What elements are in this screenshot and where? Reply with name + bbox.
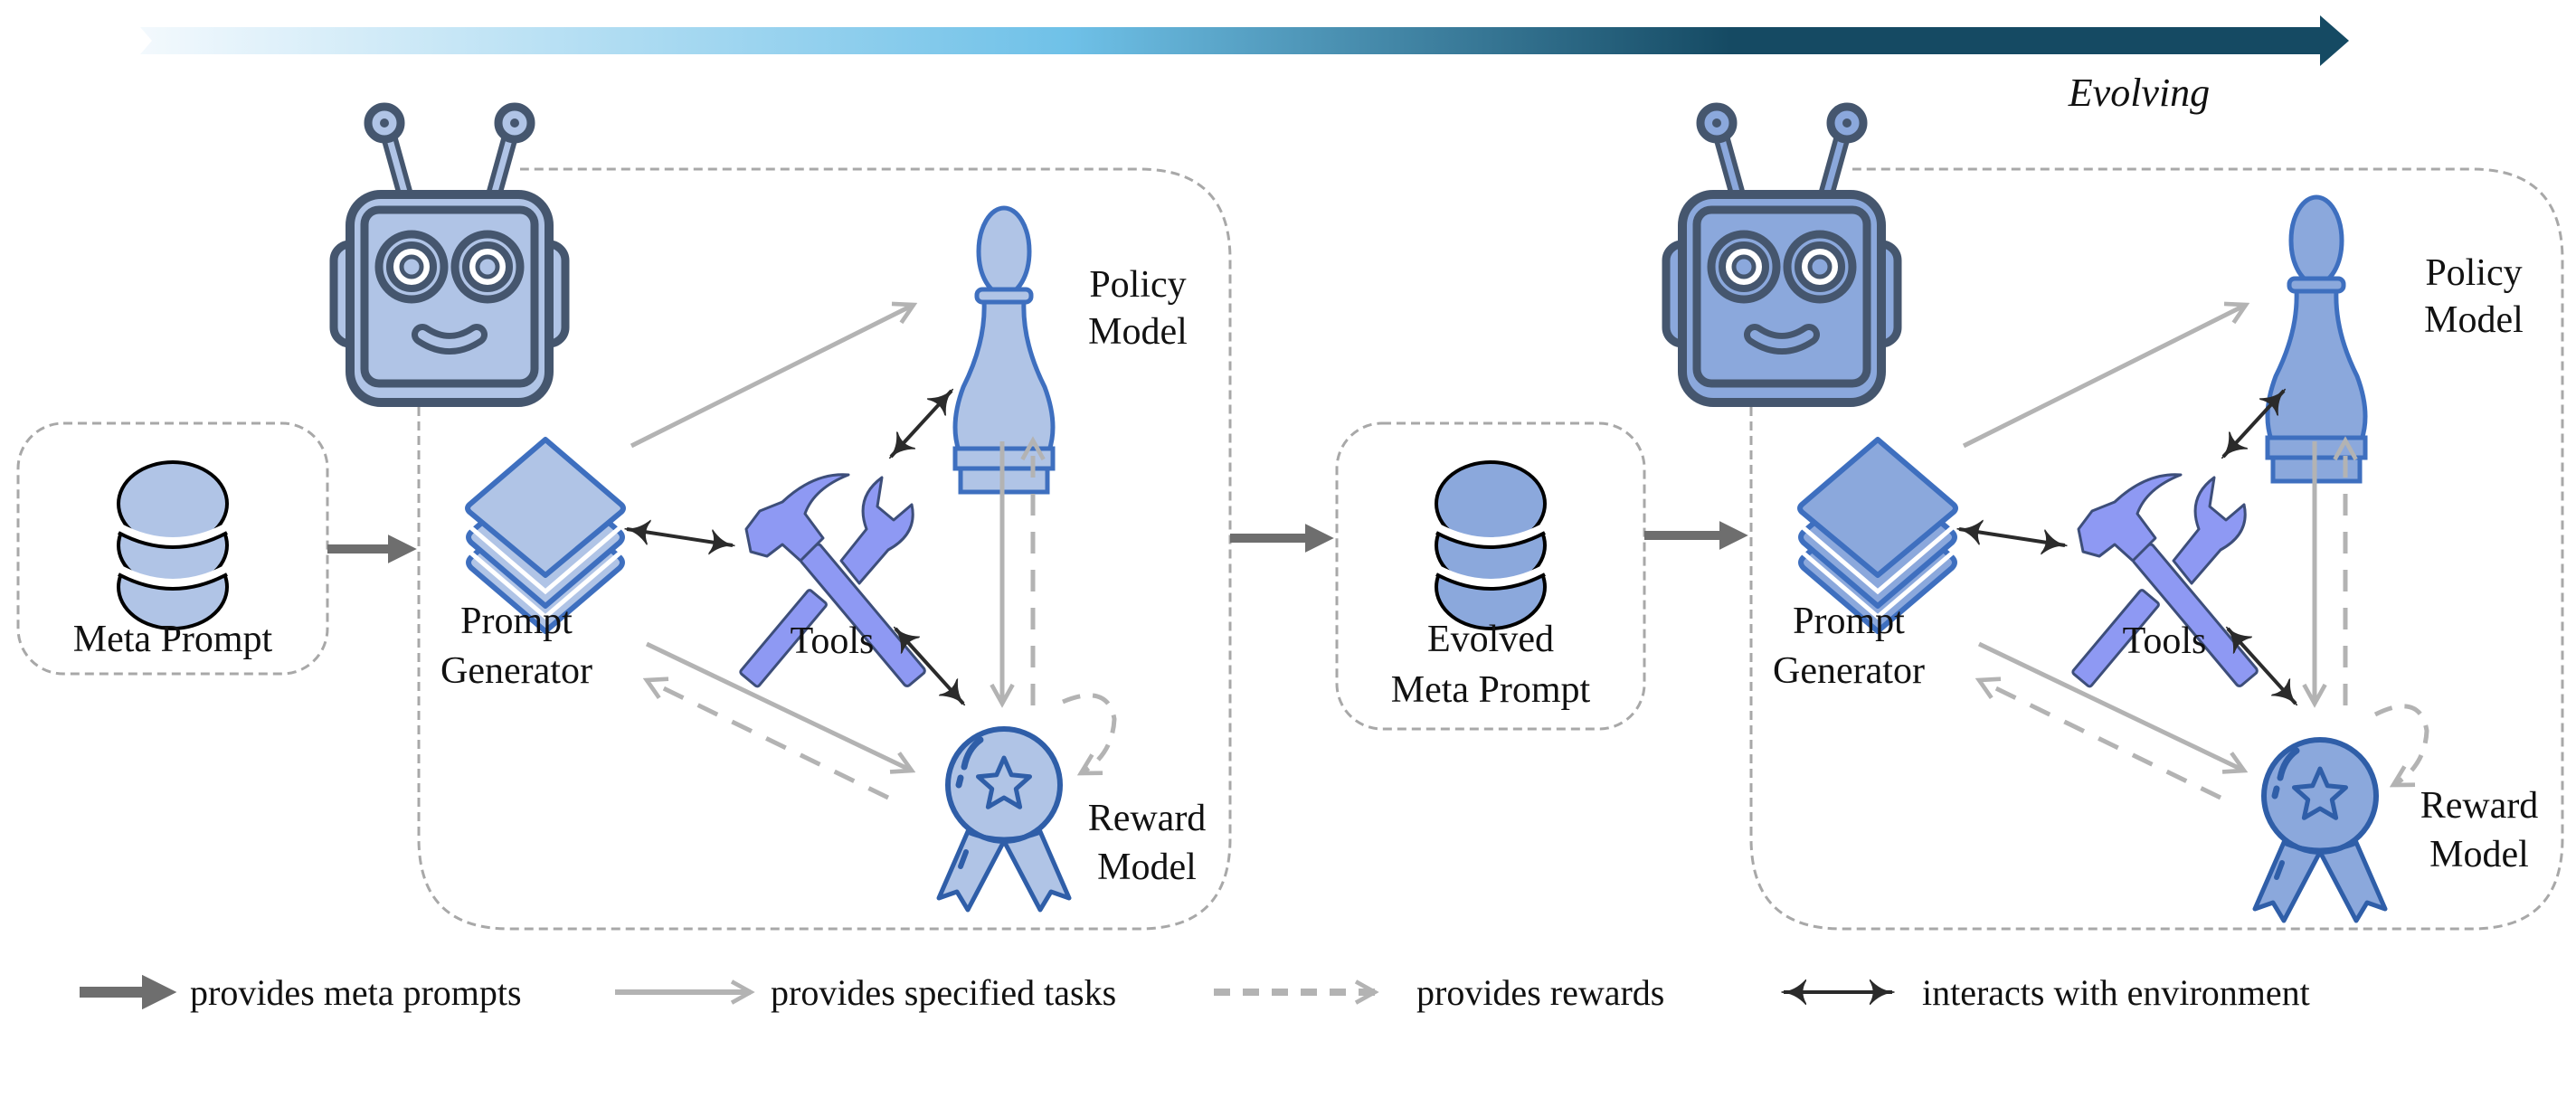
tools: Tools [2071, 473, 2259, 688]
policy-model-label-line: Model [1088, 311, 1188, 353]
layers-icon [1797, 437, 1958, 634]
robot-icon [1662, 102, 1902, 407]
task-arrow-to-reward [1977, 641, 2244, 771]
prompt-generator-label-line: Generator [1773, 650, 1925, 692]
task-arrow-to-policy [1962, 305, 2246, 449]
reward-model-label-line: Reward [1088, 798, 1207, 839]
interact-arrow-tools-reward [895, 629, 963, 704]
flow-arrows [1959, 305, 2429, 800]
policy-model-label-line: Model [2424, 299, 2524, 341]
layers-icon [465, 437, 626, 634]
interact-arrow-tools-policy [891, 391, 952, 457]
legend-item-interact: interacts with environment [1784, 972, 2310, 1013]
reward-self-loop-arrow [1062, 693, 1117, 773]
flow-arrows [627, 305, 1117, 800]
medal-icon [2252, 737, 2388, 923]
database-icon [1434, 460, 1548, 630]
meta-prompt-box: Meta Prompt [16, 421, 329, 676]
tools-label: Tools [2123, 620, 2207, 662]
input-label: Meta Prompt [73, 619, 273, 660]
reward-arrow-to-generator [647, 680, 890, 800]
prompt-generator-label-line: Prompt [1793, 601, 1905, 642]
prompt-generator-label-line: Generator [440, 650, 592, 692]
task-arrow-to-policy [630, 305, 914, 449]
legend-item-task: provides specified tasks [615, 972, 1116, 1013]
legend-item-meta: provides meta prompts [80, 972, 522, 1013]
policy-model-label-line: Policy [2425, 252, 2522, 294]
legend-reward-label: provides rewards [1416, 972, 1664, 1013]
prompt-generator-label-line: Prompt [460, 601, 573, 642]
legend-interact-label: interacts with environment [1922, 972, 2310, 1013]
tools-label: Tools [791, 620, 875, 662]
tools: Tools [739, 473, 926, 688]
reward-self-loop-arrow [2373, 704, 2429, 785]
reward-model-label-line: Model [1097, 847, 1197, 888]
legend-meta-label: provides meta prompts [190, 972, 522, 1013]
meta-prompt-flow [327, 520, 1748, 564]
database-icon [116, 460, 230, 630]
evolving-timeline-arrow [140, 15, 2349, 66]
legend: provides meta prompts provides specified … [80, 972, 2310, 1013]
input-label-line: Meta Prompt [1391, 669, 1591, 711]
reward-arrow-to-generator [1979, 680, 2222, 800]
legend-task-label: provides specified tasks [771, 972, 1116, 1013]
legend-item-reward: provides rewards [1214, 972, 1664, 1013]
interact-arrow-generator-tools [627, 529, 733, 545]
interact-arrow-tools-policy [2223, 391, 2284, 457]
environment-box [1749, 167, 2564, 931]
interact-arrow-tools-reward [2228, 629, 2296, 704]
pawn-icon [2265, 194, 2368, 484]
evolving-label: Evolving [2068, 71, 2210, 115]
task-arrow-to-reward [645, 641, 912, 771]
interact-arrow-generator-tools [1959, 529, 2065, 545]
policy-model-label-line: Policy [1089, 264, 1186, 306]
reward-model-label-line: Reward [2420, 785, 2539, 827]
reward-model-label-line: Model [2429, 834, 2529, 875]
medal-icon [936, 726, 1072, 913]
input-label-line: Meta Prompt [73, 619, 273, 660]
environment-box [417, 167, 1232, 931]
robot-icon [329, 102, 570, 407]
input-label-line: Evolved [1427, 619, 1554, 660]
